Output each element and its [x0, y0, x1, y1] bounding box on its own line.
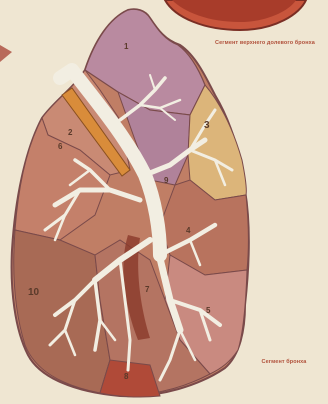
segment-number-8: 8: [124, 372, 128, 381]
segment-number-2: 2: [68, 128, 72, 137]
label-top-right: Сегмент верхнего долевого бронха: [206, 40, 324, 46]
segment-number-7: 7: [145, 285, 149, 294]
segment-number-1: 1: [124, 42, 128, 51]
segment-number-6: 6: [58, 142, 62, 151]
segment-number-10: 10: [28, 287, 39, 298]
segment-number-3: 3: [204, 120, 210, 131]
segment-number-5: 5: [206, 306, 210, 315]
segment-number-9: 9: [164, 176, 168, 185]
left-edge-mark: [0, 45, 12, 62]
label-bottom-right: Сегмент бронха: [244, 359, 324, 365]
segment-number-4: 4: [186, 226, 190, 235]
